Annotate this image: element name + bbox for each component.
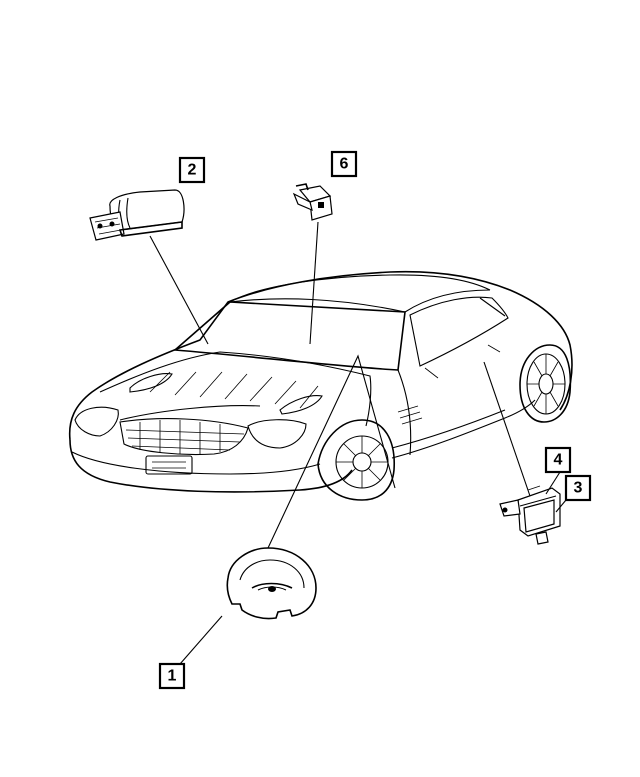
- callout-4[interactable]: 4: [544, 446, 572, 474]
- callout-1-label: 1: [168, 668, 177, 685]
- leader-lines: [149, 221, 567, 665]
- airbag-control-module: [499, 485, 561, 545]
- callout-2[interactable]: 2: [178, 156, 206, 184]
- callout-2-label: 2: [188, 162, 197, 179]
- passenger-airbag-module: [89, 189, 185, 241]
- callout-6[interactable]: 6: [330, 150, 358, 178]
- callout-3-label: 3: [574, 480, 583, 497]
- callout-3[interactable]: 3: [564, 474, 592, 502]
- callout-6-label: 6: [340, 156, 349, 173]
- steering-wheel-airbag-cover: [226, 547, 317, 620]
- sensor-component: [292, 183, 333, 221]
- callout-4-label: 4: [554, 452, 563, 469]
- callout-1[interactable]: 1: [158, 662, 186, 690]
- car-illustration: [68, 270, 573, 501]
